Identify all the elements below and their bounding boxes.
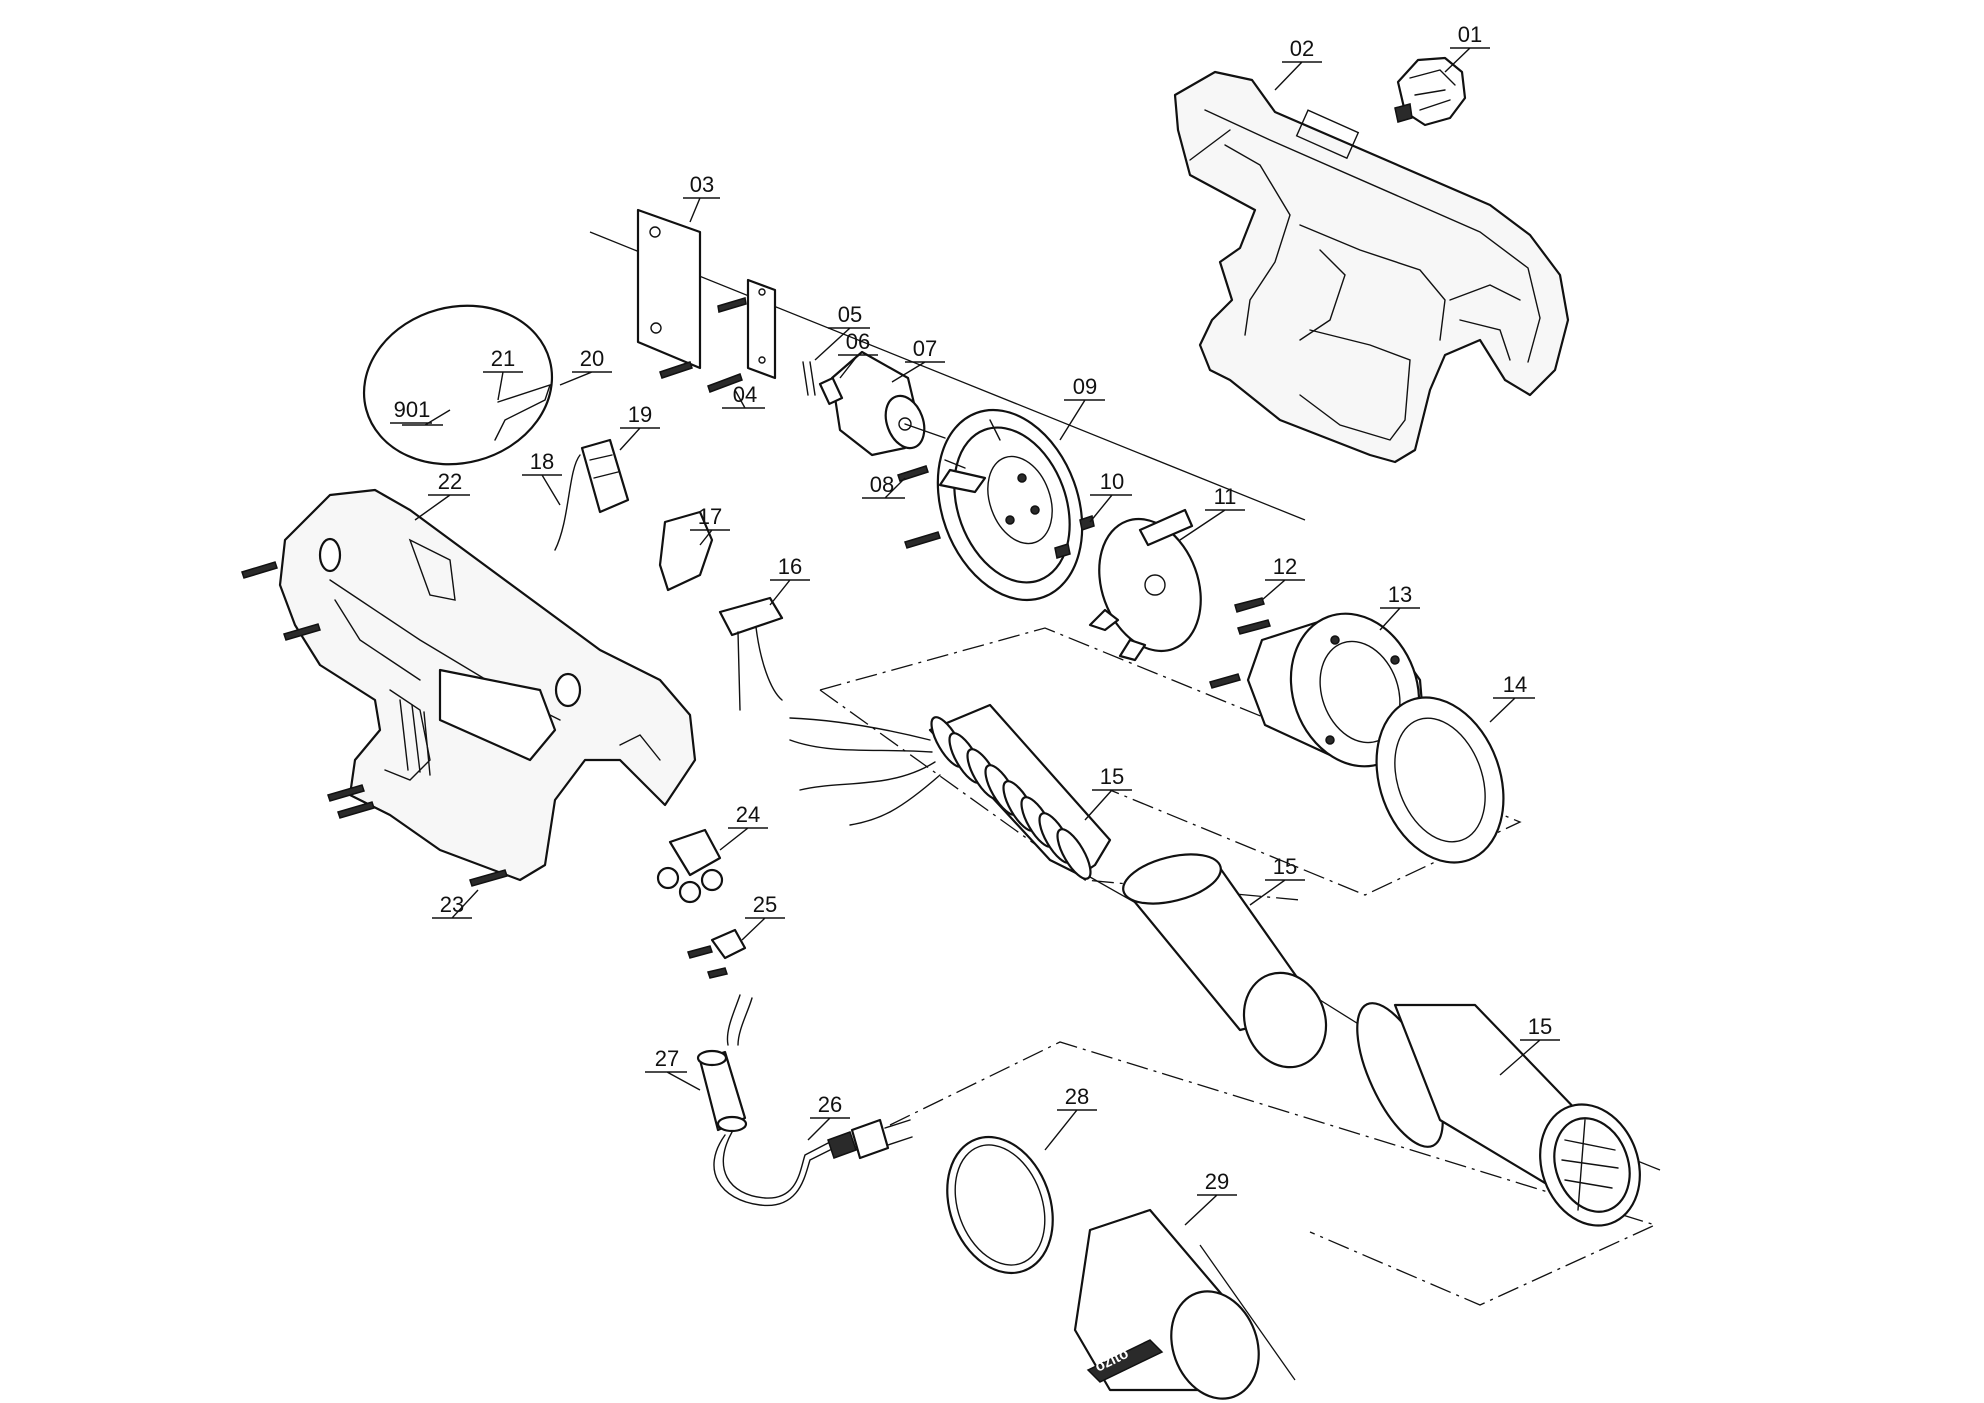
label-15-outer-tube: 15 <box>1528 1014 1552 1039</box>
label-26: 26 <box>818 1092 842 1117</box>
fan-screws <box>897 465 1095 559</box>
label-25: 25 <box>753 892 777 917</box>
knob <box>1394 56 1467 127</box>
gasket <box>1375 696 1505 864</box>
fan-impeller <box>1088 508 1202 662</box>
label-15-heating-element: 15 <box>1100 764 1124 789</box>
label-01: 01 <box>1458 22 1482 47</box>
label-06: 06 <box>846 329 870 354</box>
capacitor-leads <box>802 361 816 396</box>
label-11: 11 <box>1214 484 1237 509</box>
label-19: 19 <box>628 402 652 427</box>
label-12: 12 <box>1273 554 1297 579</box>
label-03: 03 <box>690 172 714 197</box>
power-cord <box>696 994 913 1207</box>
terminal-block <box>656 828 724 904</box>
control-board <box>636 208 777 380</box>
label-08: 08 <box>870 472 894 497</box>
label-04: 04 <box>733 382 757 407</box>
label-22: 22 <box>438 469 462 494</box>
mica-tube <box>1122 853 1328 1069</box>
nozzle: ozito <box>1073 1208 1260 1400</box>
leader-lines <box>390 47 1560 1226</box>
label-28: 28 <box>1065 1084 1089 1109</box>
label-13: 13 <box>1388 582 1412 607</box>
outer-tube <box>1356 1002 1641 1227</box>
label-14: 14 <box>1503 672 1527 697</box>
label-10: 10 <box>1100 469 1124 494</box>
housing-screws <box>241 561 508 887</box>
label-18: 18 <box>530 449 554 474</box>
label-07: 07 <box>913 336 937 361</box>
part-labels: 01 02 03 04 05 06 07 08 09 10 11 12 13 1… <box>394 22 1553 1194</box>
label-24: 24 <box>736 802 760 827</box>
assembly-lines <box>589 231 1661 1381</box>
label-20: 20 <box>580 346 604 371</box>
label-02: 02 <box>1290 36 1314 61</box>
label-09: 09 <box>1073 374 1097 399</box>
label-27: 27 <box>655 1046 679 1071</box>
label-29: 29 <box>1205 1169 1229 1194</box>
motor <box>818 350 946 457</box>
fan-housing <box>936 408 1084 602</box>
label-16: 16 <box>778 554 802 579</box>
label-05: 05 <box>838 302 862 327</box>
suppression-capacitor <box>718 596 784 711</box>
label-17: 17 <box>698 504 722 529</box>
pcb-screws <box>659 297 747 393</box>
housing-half-right <box>1173 70 1570 464</box>
cable-clamp <box>687 928 747 979</box>
label-23: 23 <box>440 892 464 917</box>
heating-coils <box>930 716 1092 880</box>
switch <box>554 438 630 551</box>
housing-half-left <box>278 488 697 882</box>
heating-element <box>789 703 1112 880</box>
label-21: 21 <box>491 346 515 371</box>
trigger <box>658 510 714 592</box>
label-15-mica-tube: 15 <box>1273 854 1297 879</box>
heater-screws <box>1209 597 1271 689</box>
label-901: 901 <box>394 397 431 422</box>
nozzle-ring <box>946 1135 1054 1275</box>
